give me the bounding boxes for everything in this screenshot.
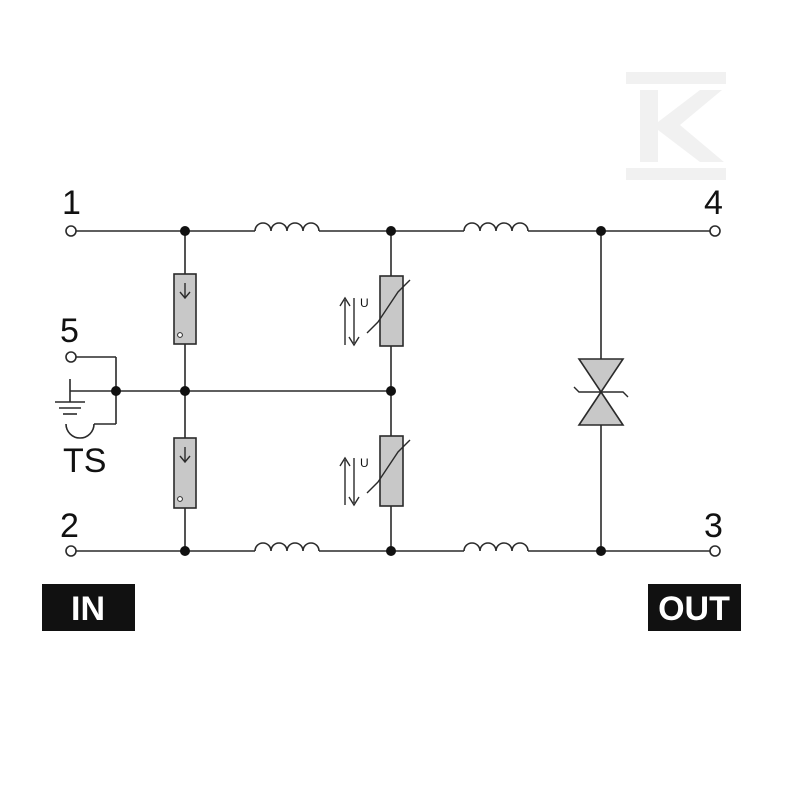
terminal-2	[65, 545, 77, 557]
terminal-label-5: 5	[60, 312, 79, 350]
junction-node	[386, 386, 396, 396]
terminal-5	[65, 351, 77, 363]
terminal-label-ts: TS	[63, 442, 106, 480]
junction-node	[180, 226, 190, 236]
earth-connection	[65, 356, 117, 439]
varistor-mark-lower: U	[360, 456, 369, 470]
terminal-label-3: 3	[704, 507, 723, 545]
junction-node	[180, 546, 190, 556]
junction-node	[180, 386, 190, 396]
ground-icon	[55, 379, 85, 415]
surge-arrester-lower	[173, 437, 197, 551]
junction-node	[386, 546, 396, 556]
in-tag-label: IN	[71, 590, 105, 628]
bottom-rail	[76, 542, 710, 552]
varistor-upper: U	[339, 231, 411, 436]
tvs-diode	[573, 231, 629, 551]
terminal-label-2: 2	[60, 507, 79, 545]
watermark-logo	[626, 72, 726, 180]
junction-node	[596, 546, 606, 556]
terminal-1	[65, 225, 77, 237]
junction-node	[386, 226, 396, 236]
terminal-3	[709, 545, 721, 557]
terminal-label-1: 1	[62, 184, 81, 222]
out-tag: OUT	[648, 584, 741, 631]
in-tag: IN	[42, 584, 135, 631]
varistor-mark-upper: U	[360, 296, 369, 310]
terminal-4	[709, 225, 721, 237]
varistor-lower: U	[339, 435, 411, 551]
out-tag-label: OUT	[658, 590, 730, 628]
surge-arrester-upper	[173, 231, 197, 438]
junction-node	[111, 386, 121, 396]
junction-node	[596, 226, 606, 236]
terminal-label-4: 4	[704, 184, 723, 222]
